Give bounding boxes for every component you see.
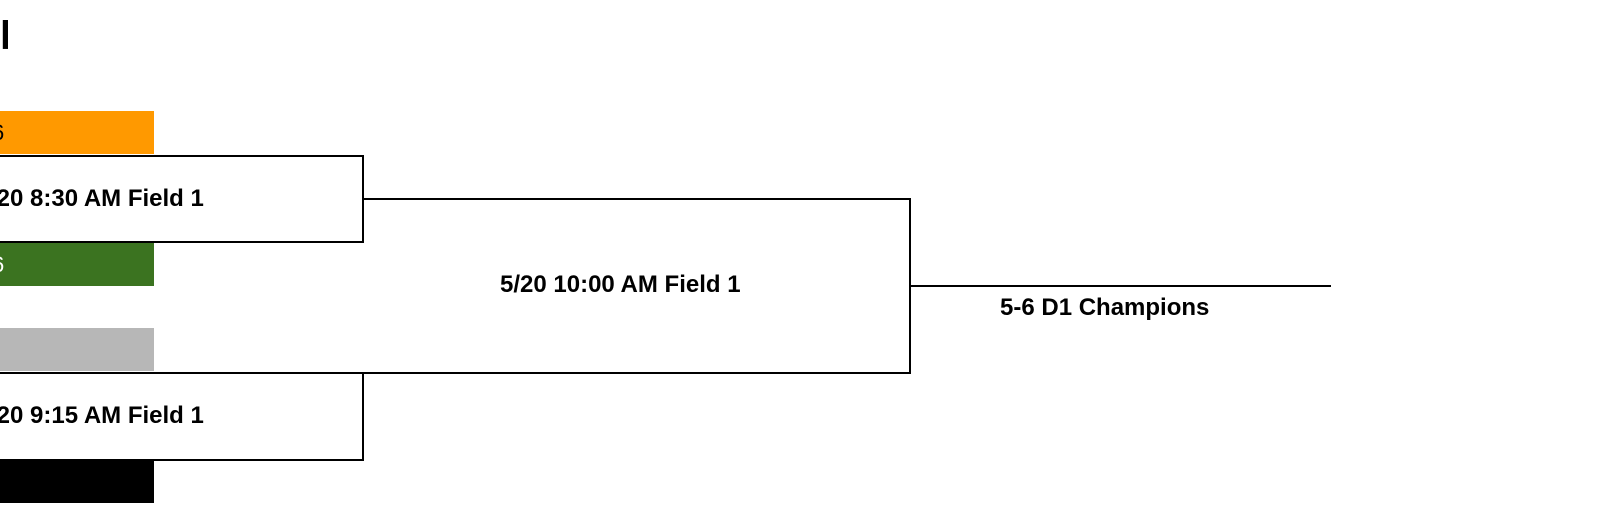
bracket-title: l xyxy=(0,16,8,56)
team-slot-2-label: 6 xyxy=(0,252,4,277)
team-slot-1[interactable]: 6 xyxy=(0,111,154,154)
semi-1-game-label: /20 8:30 AM Field 1 xyxy=(0,185,330,213)
final-bottom-line xyxy=(0,372,911,374)
semi-2-bottom-line xyxy=(0,459,364,461)
semi-1-game-text: /20 8:30 AM Field 1 xyxy=(0,185,204,212)
champion-line xyxy=(911,285,1331,287)
team-slot-4[interactable] xyxy=(0,460,154,503)
semi-2-game-label: /20 9:15 AM Field 1 xyxy=(0,402,330,430)
semi-2-game-text: /20 9:15 AM Field 1 xyxy=(0,402,204,429)
final-game-label: 5/20 10:00 AM Field 1 xyxy=(500,271,741,298)
team-slot-1-label: 6 xyxy=(0,120,4,145)
semi-1-top-line xyxy=(0,155,364,157)
champion-label: 5-6 D1 Champions xyxy=(1000,294,1210,321)
semi-2-right-line xyxy=(362,372,364,461)
semi-1-right-line xyxy=(362,155,364,243)
semi-1-bottom-line xyxy=(0,241,364,243)
team-slot-2[interactable]: 6 xyxy=(0,243,154,286)
final-top-line xyxy=(364,198,911,200)
final-right-line xyxy=(909,198,911,374)
team-slot-3[interactable] xyxy=(0,328,154,371)
